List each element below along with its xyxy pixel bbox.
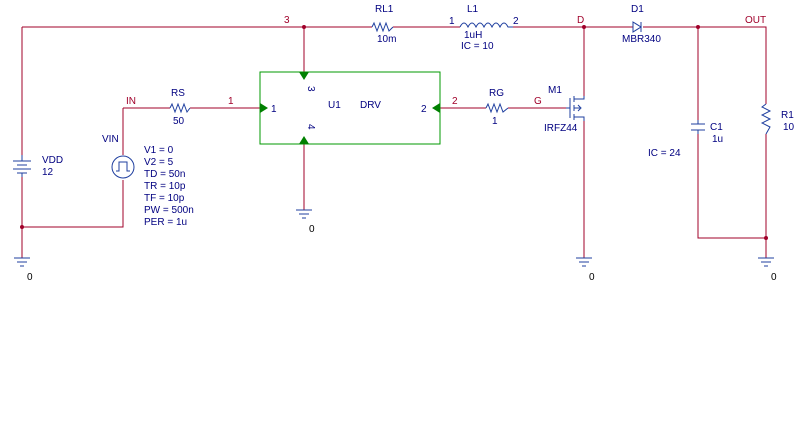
c1-ic: IC = 24 <box>648 148 681 159</box>
vin-param: TD = 50n <box>144 169 185 180</box>
vin-param: V2 = 5 <box>144 157 174 168</box>
l1-value: 1uH <box>464 30 482 41</box>
rl1-value: 10m <box>377 34 396 45</box>
vin-param: TF = 10p <box>144 193 185 204</box>
resistor-icon <box>485 102 509 114</box>
ground-icon <box>14 257 30 267</box>
rg-ref: RG <box>489 88 504 99</box>
wires <box>21 26 767 258</box>
vdd-value: 12 <box>42 167 54 178</box>
r1-value: 10 <box>783 122 795 133</box>
u1-pin-1: 1 <box>271 104 277 115</box>
vin-param: PW = 500n <box>144 205 194 216</box>
vin-ref: VIN <box>102 134 119 145</box>
vdd-ref: VDD <box>42 155 63 166</box>
l1-pin-right: 2 <box>513 16 519 27</box>
net-label-out: OUT <box>745 15 766 26</box>
net-label-g: G <box>534 96 542 107</box>
resistor-rs[interactable]: RS 50 <box>169 88 191 127</box>
junction-dot <box>696 25 700 29</box>
junction-dot <box>302 25 306 29</box>
net-label-3: 3 <box>284 15 290 26</box>
ground-u1: 0 <box>296 209 315 235</box>
mosfet-icon <box>566 96 585 121</box>
l1-pin-left: 1 <box>449 16 455 27</box>
resistor-rl1[interactable]: RL1 10m <box>371 4 396 45</box>
pulse-source-icon <box>111 155 135 179</box>
capacitor-icon <box>691 120 705 134</box>
ground-label: 0 <box>589 272 595 283</box>
resistor-rg[interactable]: RG 1 <box>485 88 509 127</box>
u1-value: DRV <box>360 100 381 111</box>
ground-label: 0 <box>771 272 777 283</box>
ground-label: 0 <box>309 224 315 235</box>
vin-param: V1 = 0 <box>144 145 174 156</box>
mosfet-m1[interactable]: M1 IRFZ44 <box>544 85 585 134</box>
m1-value: IRFZ44 <box>544 123 578 134</box>
u1-pin-2: 2 <box>421 104 427 115</box>
rl1-ref: RL1 <box>375 4 394 15</box>
resistor-icon <box>169 102 191 114</box>
d1-value: MBR340 <box>622 34 661 45</box>
resistor-r1[interactable]: R1 10 <box>760 103 795 135</box>
capacitor-c1[interactable]: C1 1u IC = 24 <box>648 120 723 159</box>
vin-source[interactable]: VIN V1 = 0 V2 = 5 TD = 50n TR = 10p TF =… <box>102 134 194 228</box>
junction-dots <box>20 25 768 240</box>
ground-left: 0 <box>14 257 33 283</box>
pin-marker-icon <box>299 72 309 80</box>
ground-right: 0 <box>758 257 777 283</box>
resistor-icon <box>371 21 394 33</box>
junction-dot <box>582 25 586 29</box>
vin-param: TR = 10p <box>144 181 186 192</box>
vdd-source[interactable]: VDD 12 <box>13 155 63 178</box>
diode-icon <box>632 21 642 33</box>
pin-marker-icon <box>299 136 309 144</box>
rs-ref: RS <box>171 88 185 99</box>
pin-marker-icon <box>432 103 440 113</box>
ground-m1: 0 <box>576 257 595 283</box>
net-label-1: 1 <box>228 96 234 107</box>
ground-icon <box>576 257 592 267</box>
m1-ref: M1 <box>548 85 562 96</box>
driver-u1[interactable]: 1 2 3 4 U1 DRV <box>259 71 441 145</box>
d1-ref: D1 <box>631 4 644 15</box>
net-labels: 3 D OUT IN 1 2 G <box>126 15 766 107</box>
diode-d1[interactable]: D1 MBR340 <box>622 4 661 45</box>
c1-value: 1u <box>712 134 723 145</box>
driver-block <box>259 71 441 145</box>
rs-value: 50 <box>173 116 185 127</box>
net-label-2: 2 <box>452 96 458 107</box>
r1-ref: R1 <box>781 110 794 121</box>
ground-label: 0 <box>27 272 33 283</box>
junction-dot <box>764 236 768 240</box>
resistor-icon <box>760 103 772 135</box>
inductor-l1[interactable]: L1 1 2 1uH IC = 10 <box>449 4 519 52</box>
c1-ref: C1 <box>710 122 723 133</box>
rg-value: 1 <box>492 116 498 127</box>
u1-ref: U1 <box>328 100 341 111</box>
ground-icon <box>758 257 774 267</box>
net-label-d: D <box>577 15 584 26</box>
inductor-icon <box>459 22 513 29</box>
u1-pin-4: 4 <box>305 124 316 130</box>
net-label-in: IN <box>126 96 136 107</box>
ground-icon <box>296 209 312 219</box>
vin-param: PER = 1u <box>144 217 187 228</box>
u1-pin-3: 3 <box>305 86 316 92</box>
l1-ic: IC = 10 <box>461 41 494 52</box>
l1-ref: L1 <box>467 4 479 15</box>
junction-dot <box>20 225 24 229</box>
pin-marker-icon <box>260 103 268 113</box>
battery-icon <box>13 155 31 177</box>
